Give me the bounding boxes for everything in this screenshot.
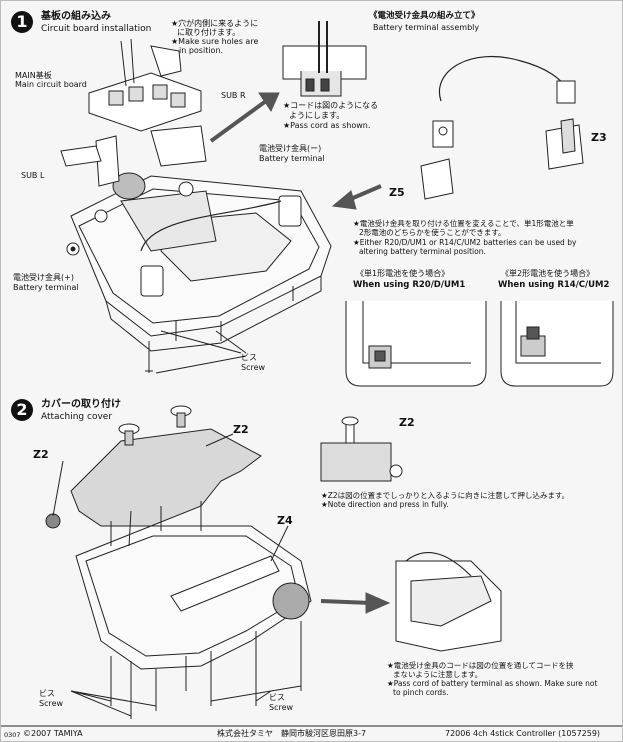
battery-assembly-title-en: Battery terminal assembly [373, 23, 480, 32]
sub-l-label: SUB L [21, 171, 45, 180]
battery-minus-label-jp: 電池受け金具(ー) [259, 144, 322, 153]
step1-title-jp: 基板の組み込み [41, 11, 111, 22]
step2-screw-b-label-en: Screw [269, 703, 294, 712]
cord-note-jp2: ようにします。 [289, 111, 345, 120]
step2-title-jp: カバーの取り付け [41, 399, 121, 410]
footer-copyright: ©2007 TAMIYA [23, 729, 83, 738]
cord-pinch-note-jp: ★電池受け金具のコードは図の位置を通してコードを挟 [387, 661, 574, 670]
step1-controller-base-drawing [66, 172, 332, 352]
z2-detail-drawing [320, 416, 403, 482]
footer-code: 0307 [4, 731, 21, 739]
main-board-label-jp: MAIN基板 [15, 71, 52, 80]
cord-pinch-note-en2: to pinch cords. [393, 688, 449, 697]
battery-note-jp2: 2形電池のどちらかを使うことができます。 [359, 228, 506, 237]
part-z5-label: Z5 [389, 186, 405, 199]
battery-assembly-title-jp: 《電池受け金具の組み立て》 [369, 11, 480, 21]
step2-cover-drawing [45, 405, 262, 529]
battery-note-jp: ★電池受け金具を取り付ける位置を変えることで、単1形電池と単 [353, 219, 574, 228]
step1-screw-label-en: Screw [241, 363, 266, 372]
part-z4-label: Z4 [277, 514, 293, 527]
cord-pinch-note-jp2: まないように注意します。 [393, 670, 483, 679]
step2-base-drawing [75, 501, 312, 719]
step1-title-en: Circuit board installation [41, 24, 152, 34]
r14-title-jp: 《単2形電池を使う場合》 [501, 269, 595, 278]
battery-plus-label-en: Battery terminal [13, 283, 79, 292]
r20-title-jp: 《単1形電池を使う場合》 [356, 269, 450, 278]
cord-pinch-note-en: ★Pass cord of battery terminal as shown.… [387, 679, 598, 688]
hole-note-en: ★Make sure holes are [171, 37, 259, 46]
hole-note-jp: ★穴が内側に来るように [171, 19, 259, 28]
r14-title-en: When using R14/C/UM2 [498, 280, 610, 290]
battery-note-en: ★Either R20/D/UM1 or R14/C/UM2 batteries… [353, 238, 577, 247]
footer-product: 72006 4ch 4stick Controller (1057259) [445, 729, 601, 738]
part-z2-left-label: Z2 [33, 448, 49, 461]
z2-note-en: ★Note direction and press in fully. [321, 500, 449, 509]
cord-note-jp: ★コードは図のようになる [283, 101, 379, 110]
battery-position-detail-drawings [345, 301, 614, 387]
cord-detail-drawing [395, 551, 502, 652]
z2-note-jp: ★Z2は図の位置までしっかりと入るように向きに注意して押し込みます。 [321, 491, 570, 500]
battery-minus-label-en: Battery terminal [259, 154, 325, 163]
part-z2-cover-label: Z2 [233, 423, 249, 436]
cord-note-en: ★Pass cord as shown. [283, 121, 371, 130]
hole-note-jp2: に取り付けます。 [177, 28, 241, 37]
footer-company-address: 株式会社タミヤ 静岡市駿河区恩田原3-7 [217, 729, 367, 738]
part-z2-detail-label: Z2 [399, 416, 415, 429]
step1-number: 1 [11, 11, 33, 33]
battery-plus-label-jp: 電池受け金具(+) [13, 273, 74, 282]
step2-number: 2 [11, 399, 33, 421]
main-circuit-board-drawing [60, 38, 207, 187]
battery-terminal-assembly-drawing [282, 21, 584, 200]
main-board-label-en: Main circuit board [15, 80, 87, 89]
step2-screw-a-label-jp: ビス [39, 689, 55, 698]
step2-screw-a-label-en: Screw [39, 699, 64, 708]
r20-title-en: When using R20/D/UM1 [353, 280, 466, 290]
step1-screw-label-jp: ビス [241, 353, 257, 362]
step2-title-en: Attaching cover [41, 412, 113, 422]
sub-r-label: SUB R [221, 91, 246, 100]
battery-note-en2: altering battery terminal position. [359, 247, 486, 256]
hole-note-en2: in position. [179, 46, 224, 55]
step1-screws-drawing [145, 286, 294, 374]
part-z3-label: Z3 [591, 131, 607, 144]
step2-screw-b-label-jp: ビス [269, 693, 285, 702]
